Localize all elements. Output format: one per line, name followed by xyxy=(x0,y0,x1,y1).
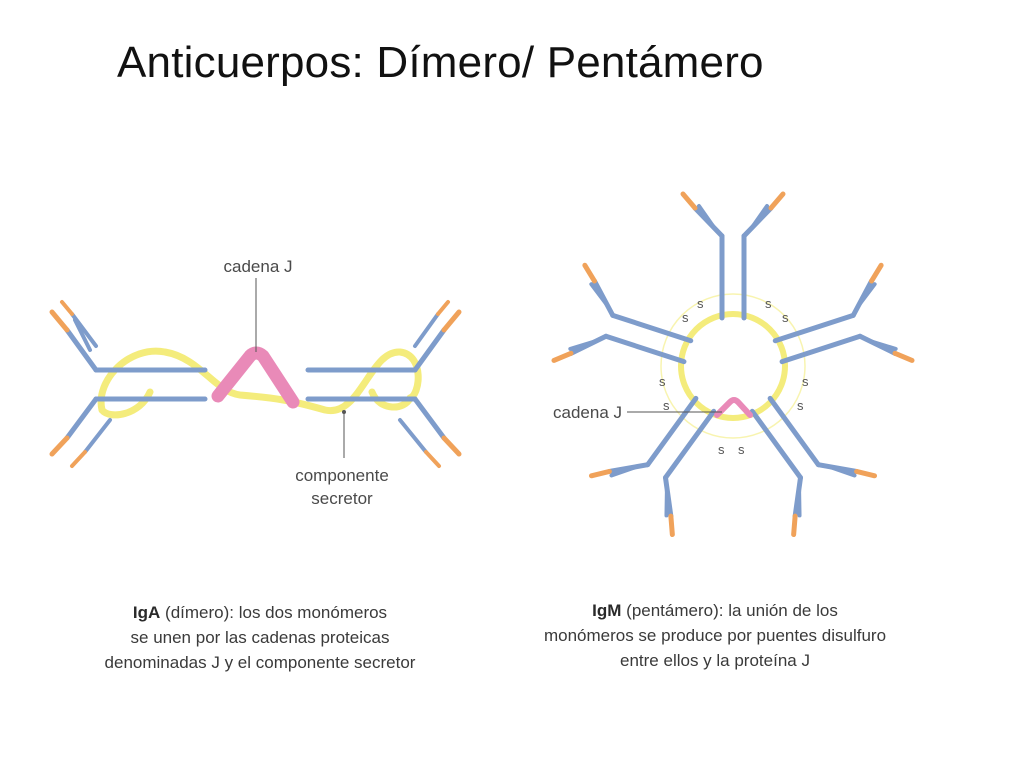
igm-j-chain-label: cadena J xyxy=(553,403,622,422)
disulfide-ring-outer xyxy=(660,293,806,439)
igm-caption: IgM (pentámero): la unión de los monómer… xyxy=(505,598,925,673)
disulfide-label: s xyxy=(718,442,725,457)
secretory-component-label-line2: secretor xyxy=(311,489,373,508)
disulfide-label: s xyxy=(663,398,670,413)
igm-monomers xyxy=(551,191,915,538)
iga-caption-line1: (dímero): los dos monómeros xyxy=(160,603,388,622)
iga-caption-term: IgA xyxy=(132,603,161,622)
igm-monomer xyxy=(551,262,694,365)
igm-monomer xyxy=(588,395,717,538)
igm-monomer xyxy=(749,395,878,538)
igm-caption-line2: monómeros se produce por puentes disulfu… xyxy=(543,626,887,645)
disulfide-label: s xyxy=(659,374,666,389)
right-monomer-arms xyxy=(398,300,462,468)
igm-monomer xyxy=(772,262,915,365)
iga-j-chain-label: cadena J xyxy=(224,257,293,276)
disulfide-label: s xyxy=(782,310,789,325)
igm-central-ring xyxy=(678,311,788,421)
secretory-component-label-line1: componente xyxy=(295,466,389,485)
disulfide-label: s xyxy=(697,296,704,311)
igm-caption-line1: (pentámero): la unión de los xyxy=(621,601,838,620)
left-monomer-arms xyxy=(49,300,112,468)
igm-caption-line3: entre ellos y la proteína J xyxy=(620,651,810,670)
disulfide-label: s xyxy=(738,442,745,457)
igm-pentamer-diagram: cadena J s s s s s s s s s s xyxy=(551,191,915,538)
igm-j-chain xyxy=(714,397,753,418)
secretory-component-left-loop xyxy=(98,388,154,419)
slide-title: Anticuerpos: Dímero/ Pentámero xyxy=(117,38,764,87)
iga-caption-line3: denominadas J y el componente secretor xyxy=(104,653,416,672)
iga-caption-line2: se unen por las cadenas proteicas xyxy=(130,628,390,647)
disulfide-label: s xyxy=(765,296,772,311)
iga-dimer-diagram: cadena J componente secretor xyxy=(49,257,462,508)
igm-caption-term: IgM xyxy=(592,601,622,620)
disulfide-label: s xyxy=(797,398,804,413)
disulfide-label: s xyxy=(802,374,809,389)
disulfide-label: s xyxy=(682,310,689,325)
iga-caption: IgA (dímero): los dos monómeros se unen … xyxy=(60,600,460,675)
j-chain xyxy=(211,346,300,409)
secretory-component xyxy=(97,347,422,414)
igm-monomer xyxy=(680,191,786,321)
